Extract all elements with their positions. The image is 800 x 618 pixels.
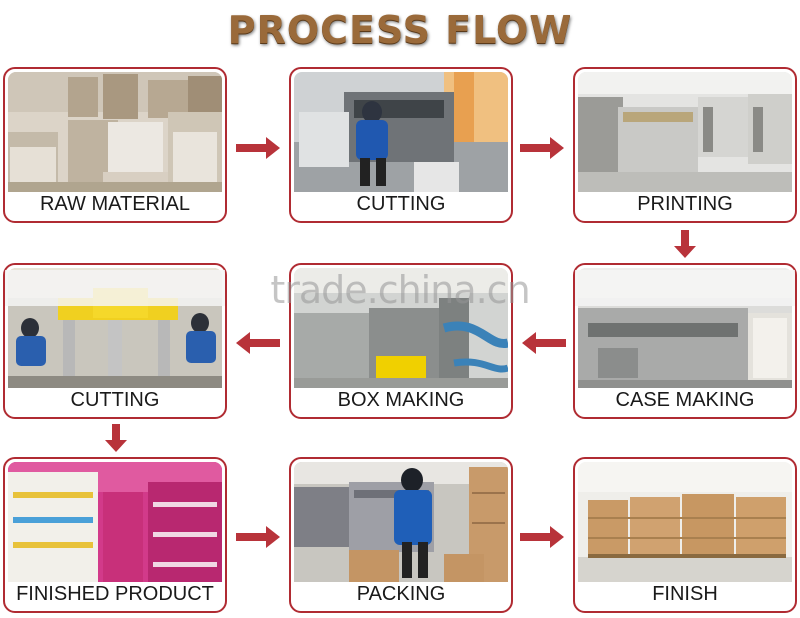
box-making-photo xyxy=(294,268,508,388)
step-label: PACKING xyxy=(356,583,446,605)
page-title: PROCESS FLOW xyxy=(227,8,573,52)
arrow-right-icon xyxy=(520,526,564,548)
arrow-down-icon xyxy=(105,424,127,452)
step-raw-material: RAW MATERIAL xyxy=(3,67,227,223)
step-label: PRINTING xyxy=(637,193,733,215)
watermark-text: trade.china.cn xyxy=(270,268,530,312)
raw-material-photo xyxy=(8,72,222,192)
step-packing: PACKING xyxy=(289,457,513,613)
step-label: FINISH xyxy=(652,583,718,605)
step-label: CASE MAKING xyxy=(615,389,755,411)
step-label: FINISHED PRODUCT xyxy=(16,583,214,605)
arrow-right-icon xyxy=(236,526,280,548)
arrow-right-icon xyxy=(236,137,280,159)
packing-photo xyxy=(294,462,508,582)
finished-product-photo xyxy=(8,462,222,582)
printing-photo xyxy=(578,72,792,192)
arrow-left-icon xyxy=(236,332,280,354)
step-box-making: BOX MAKING xyxy=(289,263,513,419)
step-label: BOX MAKING xyxy=(337,389,465,411)
step-label: RAW MATERIAL xyxy=(39,193,190,215)
step-label: CUTTING xyxy=(70,389,160,411)
step-label: CUTTING xyxy=(356,193,446,215)
step-printing: PRINTING xyxy=(573,67,797,223)
watermark-band xyxy=(5,270,225,306)
finish-photo xyxy=(578,462,792,582)
cutting-photo xyxy=(294,72,508,192)
watermark-band xyxy=(575,270,795,306)
step-cutting-1: CUTTING xyxy=(289,67,513,223)
arrow-down-icon xyxy=(674,230,696,258)
arrow-left-icon xyxy=(522,332,566,354)
step-finished-product: FINISHED PRODUCT xyxy=(3,457,227,613)
step-finish: FINISH xyxy=(573,457,797,613)
arrow-right-icon xyxy=(520,137,564,159)
